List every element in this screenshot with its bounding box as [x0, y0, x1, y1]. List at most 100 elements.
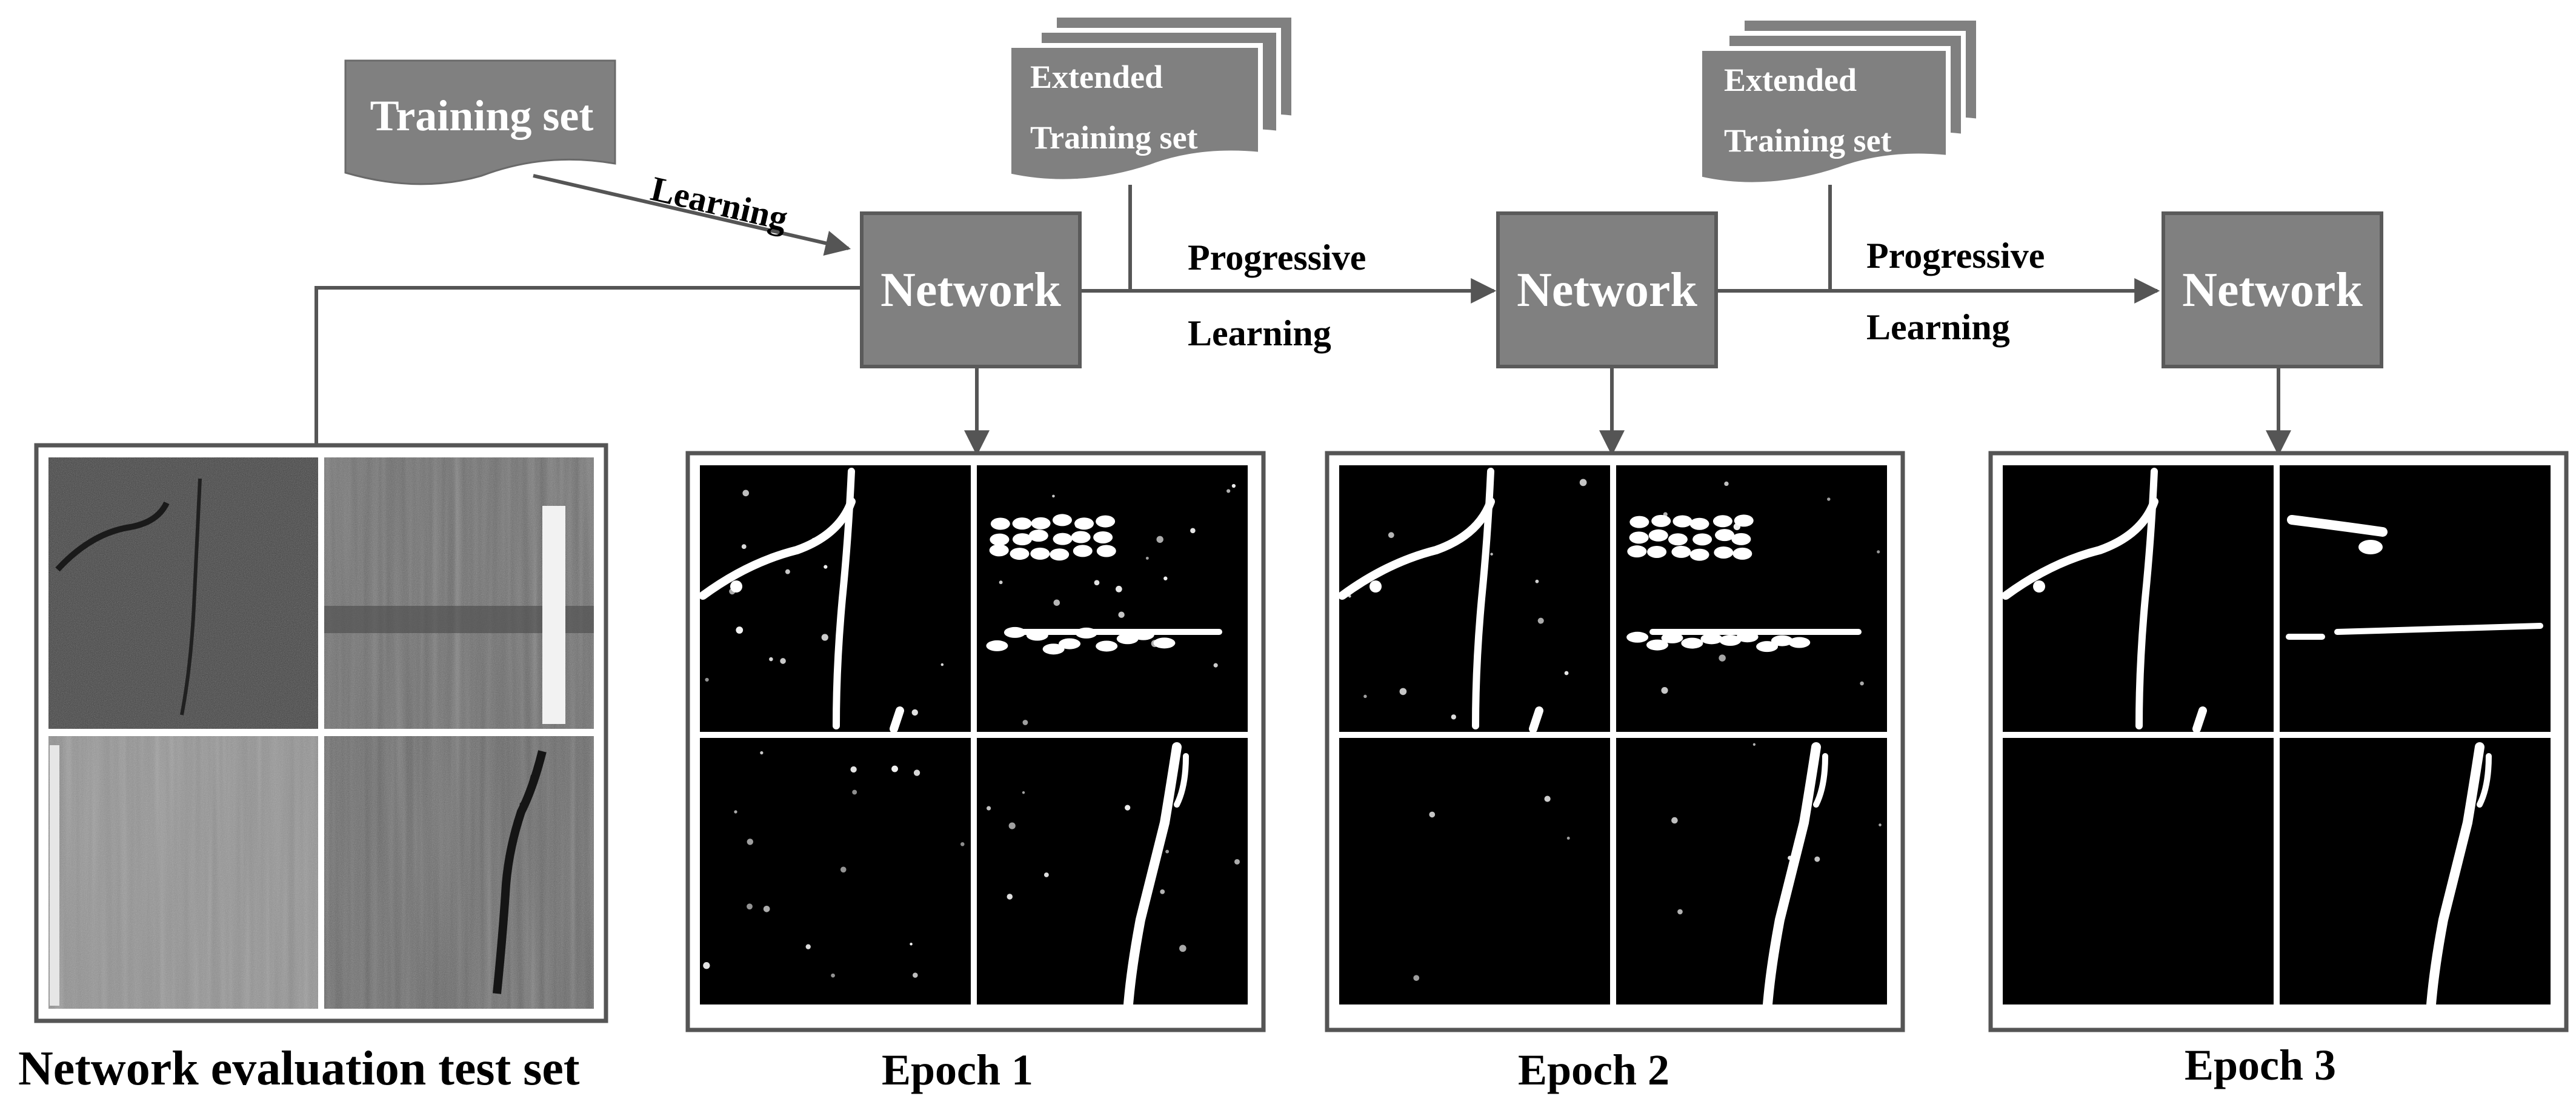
noise-speck — [785, 569, 790, 574]
noise-speck — [1145, 556, 1149, 560]
noise-speck — [913, 972, 918, 978]
noise-speck — [1151, 640, 1159, 648]
noise-speck — [824, 565, 828, 569]
noise-speck — [987, 806, 991, 811]
training-set-node: Training set — [344, 59, 616, 185]
noise-speck — [736, 626, 744, 634]
noise-speck — [703, 962, 710, 969]
defect-blob — [1719, 635, 1742, 646]
defect-blob — [1071, 531, 1091, 543]
crack-mask — [2477, 753, 2492, 808]
defect-blob — [1627, 545, 1647, 558]
noise-speck — [1363, 694, 1367, 699]
noise-speck — [1348, 594, 1351, 598]
crack-mask — [699, 497, 856, 600]
mask-tile-4 — [2280, 738, 2551, 1004]
epoch-1-panel — [685, 451, 1266, 1032]
noise-speck — [1429, 811, 1436, 818]
defect-blob — [1700, 633, 1723, 645]
defect-blob — [1668, 533, 1688, 546]
noise-speck — [1388, 532, 1394, 539]
network-node-2: Network — [1496, 211, 1718, 368]
defect-blob — [990, 533, 1010, 546]
noise-speck — [1814, 856, 1820, 862]
noise-speck — [805, 944, 811, 949]
noise-speck — [1544, 795, 1551, 802]
bright-edge — [50, 745, 59, 1006]
noise-speck — [1537, 617, 1544, 624]
defect-blob — [1712, 515, 1732, 528]
noise-speck — [780, 658, 786, 664]
crack-mask — [1338, 497, 1495, 600]
crack-mask — [2192, 706, 2207, 733]
stack-sheet-front — [1697, 46, 1951, 187]
network-box — [2162, 211, 2383, 368]
noise-speck — [705, 677, 709, 682]
crack-mask — [1123, 742, 1182, 1009]
tile-texture — [324, 736, 594, 1009]
epoch-2-caption: Epoch 2 — [1518, 1046, 1669, 1094]
noise-speck — [1490, 553, 1493, 556]
learning-arrow — [533, 174, 851, 256]
progressive-2-line2: Learning — [1866, 307, 2010, 347]
noise-speck — [1022, 720, 1028, 725]
defect-blob — [1053, 533, 1073, 545]
noise-speck — [852, 789, 857, 795]
network-node-1: Network — [860, 211, 1082, 368]
noise-speck — [1007, 894, 1013, 900]
noise-speck — [1231, 483, 1236, 488]
extended-training-set-2: Extended Training set — [1697, 16, 1981, 187]
crack-blob — [2033, 580, 2045, 593]
defect-blob — [1052, 514, 1072, 526]
noise-speck — [850, 766, 857, 773]
noise-speck — [999, 580, 1003, 585]
test-image-2 — [324, 457, 594, 729]
noise-speck — [1788, 855, 1792, 860]
noise-speck — [1827, 497, 1831, 501]
defect-blob — [1714, 546, 1734, 559]
network-2-label: Network — [1517, 264, 1697, 317]
crack-blob — [1370, 580, 1382, 593]
noise-speck — [821, 634, 828, 641]
noise-speck — [1213, 663, 1218, 668]
tile-texture — [48, 457, 318, 729]
noise-speck — [1156, 536, 1163, 543]
crack-mask — [1763, 742, 1821, 1009]
network-box — [860, 211, 1082, 368]
test-image-3 — [48, 736, 318, 1009]
document-shape — [344, 59, 616, 185]
noise-speck — [1160, 889, 1165, 894]
crack-mask — [2287, 515, 2388, 537]
noise-speck — [1579, 479, 1587, 486]
extended-set-1-line2: Training set — [1030, 119, 1198, 156]
noise-speck — [1677, 909, 1683, 915]
noise-speck — [1074, 521, 1082, 528]
epoch-1-caption: Epoch 1 — [882, 1046, 1033, 1094]
progressive-1-line2: Learning — [1188, 313, 1331, 353]
defect-blob — [1042, 643, 1065, 655]
noise-speck — [1116, 585, 1122, 593]
defect-blob — [1756, 641, 1779, 652]
noise-speck — [1190, 528, 1196, 534]
noise-speck — [1008, 822, 1016, 829]
noise-speck — [891, 765, 898, 772]
noise-speck — [1564, 671, 1569, 676]
defect-blob — [1093, 531, 1113, 543]
defect-blob — [1671, 545, 1691, 558]
extended-set-2-line2: Training set — [1724, 122, 1892, 159]
noise-speck — [1535, 579, 1539, 583]
noise-speck — [1179, 945, 1186, 952]
test-image-4 — [324, 736, 594, 1009]
defect-blob — [1651, 514, 1671, 527]
mask-tile-2 — [1616, 465, 1887, 732]
noise-speck — [734, 810, 737, 814]
noise-speck — [1879, 823, 1882, 826]
learning-edge-label: Learning — [647, 168, 791, 238]
defect-blob — [1661, 632, 1683, 643]
defect-blob — [1012, 517, 1032, 530]
defect-blob — [1096, 640, 1118, 652]
crack-mask — [2002, 497, 2158, 600]
defect-blob — [1028, 530, 1048, 542]
progressive-1-line1: Progressive — [1188, 237, 1366, 277]
tile-texture — [48, 736, 318, 1009]
